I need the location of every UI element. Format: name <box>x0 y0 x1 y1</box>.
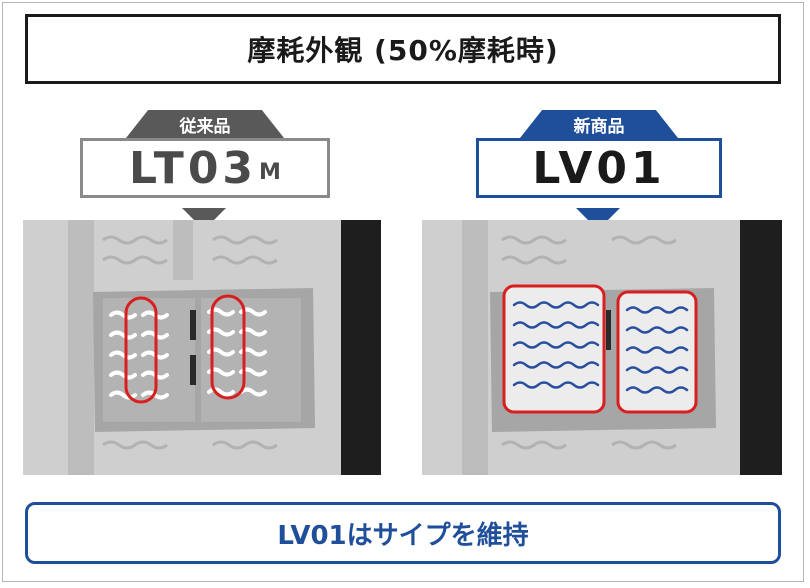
old-product-name-sub: M <box>259 160 281 185</box>
summary-banner: LV01はサイプを維持 <box>25 502 781 564</box>
new-sipe-highlight-left <box>502 284 606 414</box>
new-product-name: LV01 <box>476 138 722 198</box>
new-sipe-highlight-right <box>616 290 698 414</box>
new-tread-photo <box>422 220 782 475</box>
old-sipe-highlight-left <box>124 296 158 404</box>
old-product-tag: 従来品 <box>126 110 284 138</box>
image-frame <box>2 2 804 582</box>
old-sipe-highlight-right <box>210 294 246 400</box>
old-product-name-main: LT03 <box>129 142 258 194</box>
page-title: 摩耗外観 (50%摩耗時) <box>25 14 781 84</box>
new-product-tag: 新商品 <box>520 110 678 138</box>
old-tread-photo <box>23 220 381 475</box>
